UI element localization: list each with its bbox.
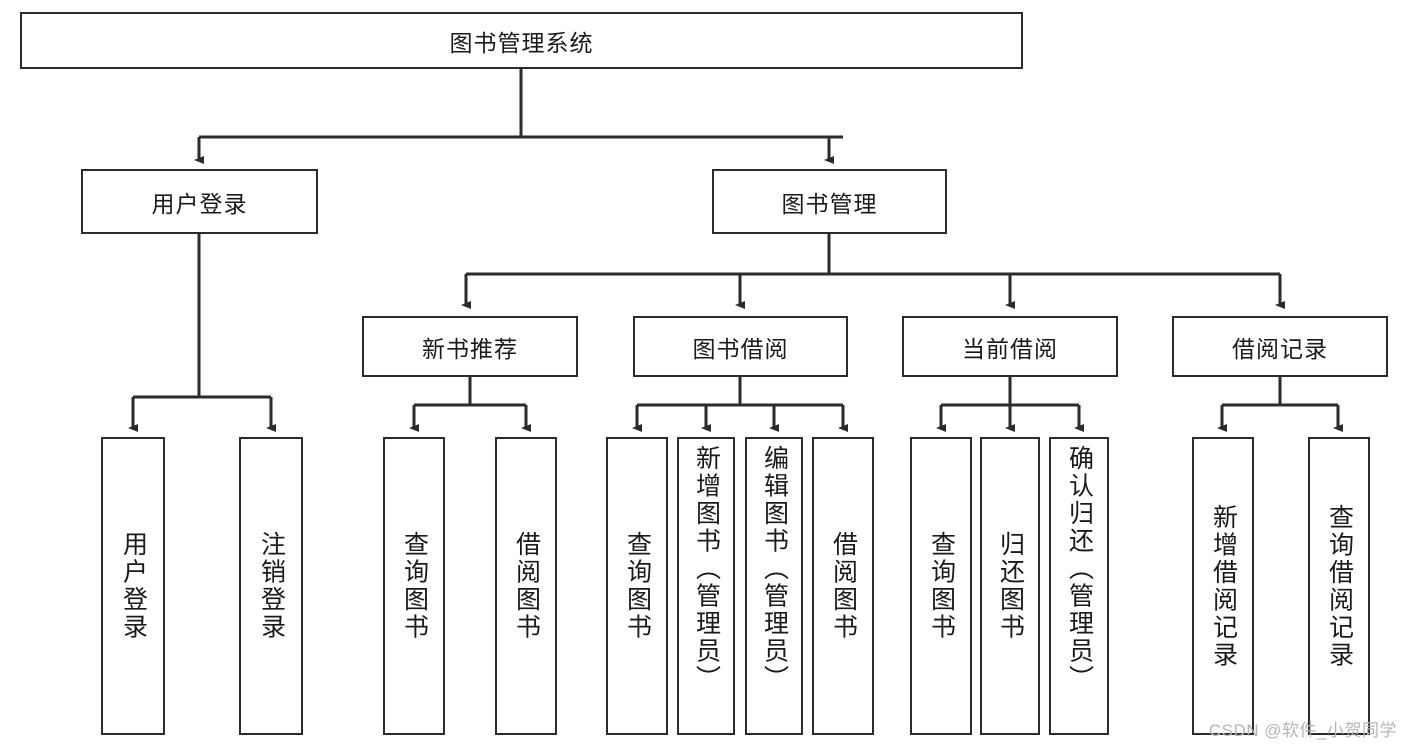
node-label: 新书推荐 xyxy=(422,335,518,362)
leaf-borrow-book-recommend[interactable]: 借阅图书 xyxy=(495,437,557,735)
node-current-borrow[interactable]: 当前借阅 xyxy=(902,316,1118,377)
leaf-query-borrow-record[interactable]: 查询借阅记录 xyxy=(1308,437,1370,735)
node-label: 查询图书 xyxy=(400,531,429,641)
node-label: 查询借阅记录 xyxy=(1325,503,1354,669)
node-label: 用户登录 xyxy=(151,190,248,217)
node-label: 查询图书 xyxy=(623,531,652,641)
leaf-query-book-recommend[interactable]: 查询图书 xyxy=(383,437,445,735)
node-book-management[interactable]: 图书管理 xyxy=(712,169,947,234)
node-label: 注销登录 xyxy=(257,531,286,641)
csdn-watermark: CSDN @软件_小贺同学 xyxy=(1208,721,1397,740)
node-root-system[interactable]: 图书管理系统 xyxy=(20,12,1023,69)
leaf-confirm-return-admin[interactable]: 确认归还（管理员） xyxy=(1049,437,1109,735)
leaf-edit-book-admin[interactable]: 编辑图书（管理员） xyxy=(745,437,803,735)
node-label: 归还图书 xyxy=(996,531,1025,641)
node-label: 借阅图书 xyxy=(512,531,541,641)
leaf-return-book[interactable]: 归还图书 xyxy=(980,437,1040,735)
node-label: 编辑图书（管理员） xyxy=(760,445,789,693)
leaf-query-book-borrow[interactable]: 查询图书 xyxy=(606,437,668,735)
node-label: 确认归还（管理员） xyxy=(1065,445,1094,693)
node-label: 借阅图书 xyxy=(829,531,858,641)
node-book-borrow[interactable]: 图书借阅 xyxy=(633,316,848,377)
leaf-borrow-book[interactable]: 借阅图书 xyxy=(812,437,874,735)
leaf-user-login[interactable]: 用户登录 xyxy=(101,437,165,735)
leaf-add-borrow-record[interactable]: 新增借阅记录 xyxy=(1192,437,1254,735)
node-label: 查询图书 xyxy=(927,531,956,641)
node-user-login[interactable]: 用户登录 xyxy=(81,169,318,234)
node-label: 新增图书（管理员） xyxy=(692,445,721,693)
node-label: 图书管理 xyxy=(781,190,878,217)
node-label: 图书管理系统 xyxy=(449,29,594,56)
node-label: 当前借阅 xyxy=(962,335,1058,362)
node-borrow-record[interactable]: 借阅记录 xyxy=(1172,316,1388,377)
node-label: 新增借阅记录 xyxy=(1209,503,1238,669)
leaf-logout[interactable]: 注销登录 xyxy=(239,437,303,735)
node-label: 借阅记录 xyxy=(1232,335,1328,362)
leaf-add-book-admin[interactable]: 新增图书（管理员） xyxy=(677,437,735,735)
node-new-book-recommend[interactable]: 新书推荐 xyxy=(362,316,578,377)
node-label: 用户登录 xyxy=(119,531,148,641)
node-label: 图书借阅 xyxy=(692,335,789,362)
leaf-query-book-current[interactable]: 查询图书 xyxy=(910,437,972,735)
